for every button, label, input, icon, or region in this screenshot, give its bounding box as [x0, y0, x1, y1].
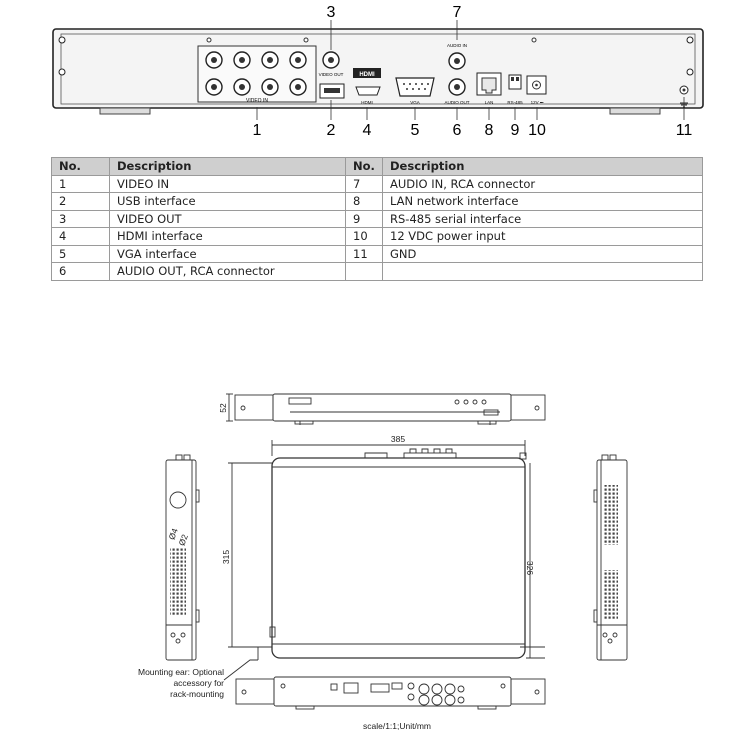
hole-a-label: Ø4 — [167, 527, 180, 541]
dim-depth: 315 — [221, 550, 231, 564]
vga-port-icon — [395, 77, 435, 97]
audio-out-label: AUDIO OUT — [444, 100, 469, 105]
left-side-view — [165, 454, 200, 661]
screw-icon — [58, 36, 66, 44]
left-vent-pattern — [170, 548, 186, 616]
vga-label: VGA — [410, 100, 420, 105]
right-side-view — [593, 454, 628, 661]
callout-4: 4 — [363, 122, 372, 139]
lan-label: LAN — [485, 100, 494, 105]
callout-2: 2 — [327, 122, 336, 139]
hdmi-port-icon — [355, 86, 381, 96]
right-vent-pattern — [604, 485, 618, 620]
top-view — [228, 440, 545, 660]
mounting-note-leader — [223, 659, 258, 681]
hdmi-logo-icon — [353, 68, 381, 78]
front-view — [226, 393, 546, 425]
audio-in-label: AUDIO IN — [447, 43, 467, 48]
rear-view — [235, 676, 546, 710]
callout-9: 9 — [511, 122, 520, 139]
callout-5: 5 — [411, 122, 420, 139]
mounting-note-line-3: rack-mounting — [170, 689, 224, 699]
callout-11: 11 — [676, 122, 693, 139]
screw-icon — [58, 68, 66, 76]
callout-3: 3 — [327, 4, 336, 21]
power-label: 12V ⎓ — [531, 100, 544, 105]
dim-width: 385 — [391, 434, 405, 444]
screw-icon — [686, 36, 694, 44]
video-in-label: VIDEO IN — [246, 98, 268, 104]
scale-note: scale/1:1;Unit/mm — [363, 721, 431, 731]
bnc-connector-icons — [205, 51, 307, 96]
dim-depth-outer: 326 — [525, 561, 535, 575]
hole-b-label: Ø2 — [177, 533, 190, 547]
mounting-note-line-2: accessory for — [173, 678, 224, 688]
callout-8: 8 — [485, 122, 494, 139]
mounting-note-line-1: Mounting ear: Optional — [138, 667, 224, 677]
hdmi-label: HDMI — [361, 100, 373, 105]
callout-10: 10 — [528, 122, 546, 139]
rs485-terminal-icon — [508, 74, 522, 90]
callout-1: 1 — [253, 122, 262, 139]
svg-text:HDMI: HDMI — [359, 72, 375, 78]
screw-icon — [686, 68, 694, 76]
rear-panel-diagram: VIDEO IN VIDEO OUT HDMI HDMI VGA AUDIO I… — [52, 4, 704, 139]
dim-height: 52 — [218, 403, 228, 413]
callout-6: 6 — [453, 122, 462, 139]
rs485-label: RS-485 — [507, 100, 523, 105]
callout-7: 7 — [453, 4, 462, 21]
video-out-label: VIDEO OUT — [319, 72, 344, 77]
table-header-row: No. Description No. Description — [51, 157, 703, 176]
